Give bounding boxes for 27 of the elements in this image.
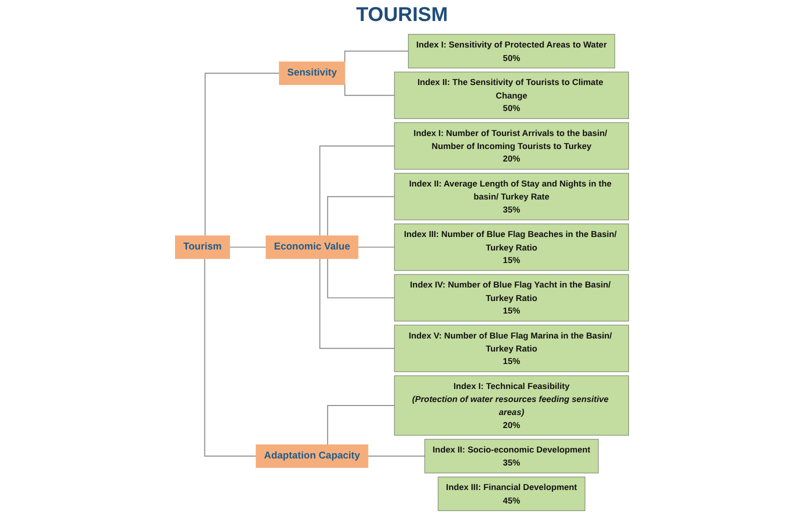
connector xyxy=(327,405,395,446)
node-box: Tourism xyxy=(175,235,230,259)
node-box: Index V: Number of Blue Flag Marina in the Basin/ Turkey Ratio 15% xyxy=(394,324,629,372)
connector xyxy=(319,258,395,349)
connector xyxy=(344,50,409,64)
node-box: Index II: Average Length of Stay and Nights in the basin/ Turkey Rate 35% xyxy=(394,172,629,220)
node-box: Index I: Technical Feasibility (Protection of water resources feeding sensitive areas) 20% xyxy=(394,375,629,436)
connector xyxy=(204,72,280,236)
node-box: Index II: The Sensitivity of Tourists to Climate Change 50% xyxy=(394,72,629,119)
node-box: Index I: Sensitivity of Protected Areas to Water 50% xyxy=(408,34,616,68)
node-box: Index III: Number of Blue Flag Beaches in the Basin/ Turkey Ratio 15% xyxy=(394,224,629,271)
connector xyxy=(358,246,395,248)
node-box: Index I: Number of Tourist Arrivals to the basin/ Number of Incoming Tourists to Turkey 20% xyxy=(394,122,629,170)
node-box: Index III: Financial Development 45% xyxy=(438,476,586,512)
diagram-title: TOURISM xyxy=(356,4,448,27)
connector xyxy=(327,258,395,298)
node-box: Sensitivity xyxy=(278,62,346,85)
connector xyxy=(229,246,267,248)
connector xyxy=(204,258,257,457)
connector xyxy=(327,196,395,236)
node-box: Adaptation Capacity xyxy=(256,444,368,468)
node-box: Index IV: Number of Blue Flag Yacht in the Basin/ Turkey Ratio 15% xyxy=(394,274,629,322)
node-box: Index II: Socio-economic Development 35% xyxy=(424,438,599,474)
connector xyxy=(367,456,426,457)
connector xyxy=(344,83,395,96)
connector xyxy=(319,145,395,236)
node-box: Economic Value xyxy=(266,235,358,259)
